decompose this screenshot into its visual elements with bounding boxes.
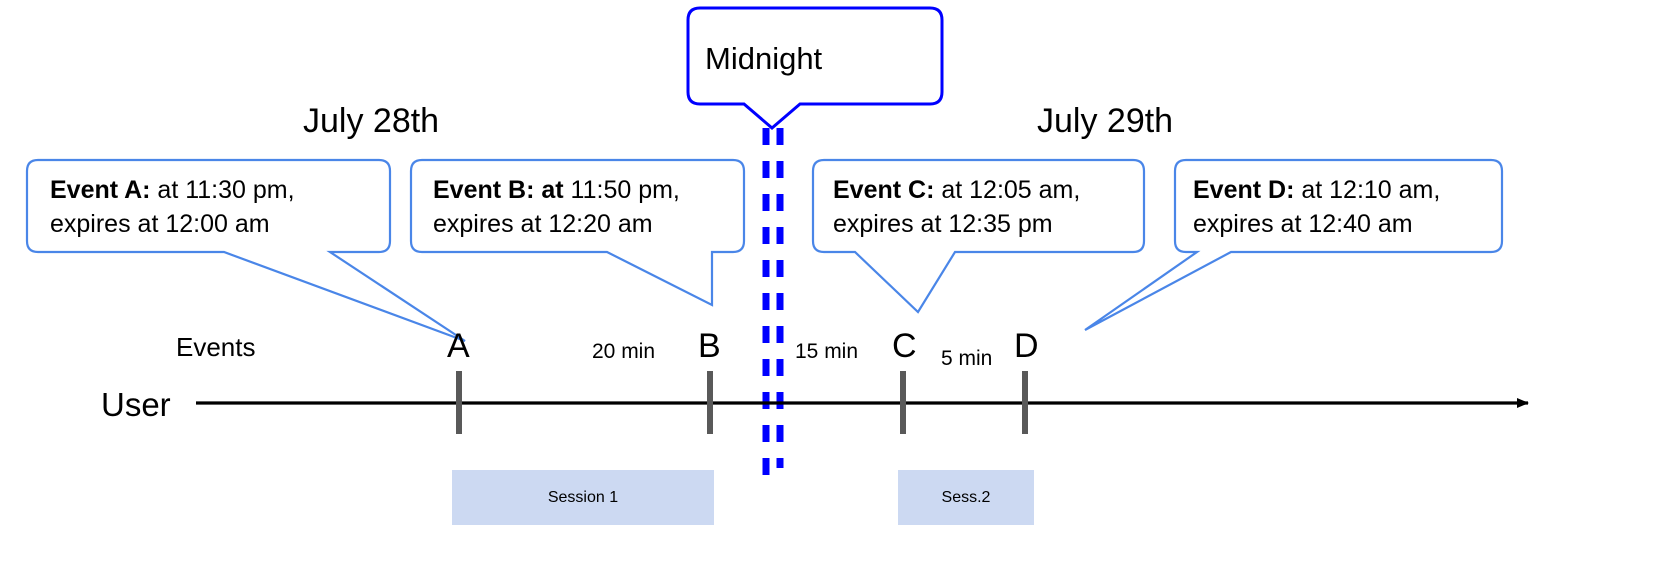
midnight-callout-shape [686,6,944,130]
session-1-label: Session 1 [547,488,619,506]
event-tick-letter-b: B [698,327,721,365]
interval-label-a-b: 20 min [592,340,656,363]
event-d-line1-rest: at 12:10 am, [1294,176,1441,204]
event-b-line1-rest: 11:50 pm, [563,176,680,204]
user-row-label: User [101,386,171,423]
date-label-july-28: July 28th [303,102,440,140]
event-d-bold: Event D: [1193,176,1295,204]
event-tick-letter-d: D [1014,327,1039,365]
event-a-callout-text: Event A: at 11:30 pm, expires at 12:00 a… [50,173,295,241]
interval-label-b-c: 15 min [795,340,859,363]
event-d-callout-text: Event D: at 12:10 am, expires at 12:40 a… [1193,173,1440,241]
event-a-callout-shape [25,158,466,343]
event-c-callout-text: Event C: at 12:05 am, expires at 12:35 p… [833,173,1080,241]
event-tick-letter-c: C [892,327,917,365]
event-a-line2: expires at 12:00 am [50,210,270,238]
event-a-line1-rest: at 11:30 pm, [150,176,295,204]
event-d-callout-shape [1084,158,1504,331]
event-b-callout-text: Event B: at 11:50 pm, expires at 12:20 a… [433,173,680,241]
event-b-bold: Event B: at [433,176,564,204]
event-a-bold: Event A: [50,176,151,204]
session-box-2: Sess.2 [898,470,1034,525]
event-c-bold: Event C: [833,176,935,204]
event-tick-letter-a: A [447,327,470,365]
event-d-line2: expires at 12:40 am [1193,210,1413,238]
date-label-july-29: July 29th [1037,102,1174,140]
event-c-line1-rest: at 12:05 am, [934,176,1081,204]
event-c-callout-shape [811,158,1146,314]
session-box-1: Session 1 [452,470,714,525]
midnight-label: Midnight [705,41,823,76]
event-b-line2: expires at 12:20 am [433,210,653,238]
session-2-label: Sess.2 [941,488,991,506]
interval-label-c-d: 5 min [941,347,993,370]
event-b-callout-shape [409,158,746,307]
events-row-label: Events [176,332,256,362]
event-c-line2: expires at 12:35 pm [833,210,1053,238]
